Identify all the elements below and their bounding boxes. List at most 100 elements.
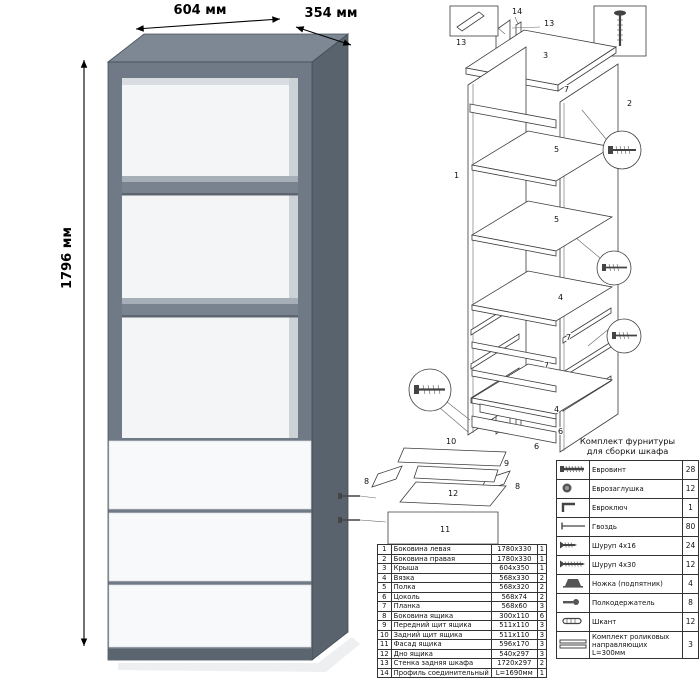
detail-circle-dowel: [408, 368, 471, 433]
hardware-row: Ножка (подпятник) 4: [556, 573, 699, 594]
interior-top-shadow: [122, 78, 298, 85]
hardware-qty: 24: [682, 535, 699, 556]
height-dimension-label: 1796 мм: [60, 227, 75, 289]
part-qty: 1: [536, 667, 548, 678]
part-size: 568x320: [490, 582, 538, 593]
part-qty: 2: [536, 572, 548, 583]
part-qty: 1: [536, 553, 548, 564]
part-label: 5: [554, 215, 559, 224]
part-size: 300x110: [490, 610, 538, 621]
part-name: Крыша: [390, 563, 492, 574]
callout-back-panel: [449, 5, 541, 37]
part-number: 4: [377, 572, 392, 583]
hardware-name: Полкодержатель: [589, 592, 683, 613]
hardware-name: Комплект роликовых направляющих L=300мм: [589, 630, 683, 659]
drawer-exploded-diagram: 10 8 9 8 12 11: [338, 436, 521, 545]
part-qty: 3: [536, 639, 548, 650]
part-name: Цоколь: [390, 591, 492, 602]
drawer-rail-icon: [559, 639, 587, 649]
part-name: Полка: [390, 582, 492, 593]
part-number: 10: [377, 629, 392, 640]
parts-row: 13 Стенка задняя шкафа 1720x297 2: [377, 658, 548, 669]
exploded-assembly-diagram: 14 13 13 3 7 2 1 5 5 4 7 7 4 6 6: [338, 5, 647, 545]
part-label: 7: [544, 361, 549, 370]
part-label: 13: [544, 19, 554, 28]
part-size: 511x110: [490, 629, 538, 640]
part-size: 1720x297: [490, 658, 538, 669]
part-number: 13: [377, 658, 392, 669]
hardware-qty: 8: [682, 592, 699, 613]
part-label: 4: [554, 405, 559, 414]
part-qty: 3: [536, 648, 548, 659]
part-name: Задний щит ящика: [390, 629, 492, 640]
dowel-icon: [562, 617, 582, 625]
shelf-panel: [470, 200, 614, 257]
hardware-name: Шуруп 4x30: [589, 554, 683, 575]
parts-row: 9 Передний щит ящика 511x110 3: [377, 620, 548, 631]
part-qty: 2: [536, 658, 548, 669]
part-name: Боковина правая: [390, 553, 492, 564]
nail-icon: [561, 522, 585, 530]
parts-row: 2 Боковина правая 1780x330 1: [377, 553, 548, 564]
detail-circle-screw: [575, 237, 632, 286]
part-name: Вязка: [390, 572, 492, 583]
hardware-row: Шуруп 4x16 24: [556, 535, 699, 556]
parts-table-body: 1 Боковина левая 1780x330 1 2 Боковина п…: [377, 544, 548, 678]
part-name: Планка: [390, 601, 492, 612]
part-label: 14: [512, 7, 522, 16]
part-size: L=1690мм: [490, 667, 538, 678]
part-label: 11: [440, 525, 450, 534]
part-label: 12: [448, 489, 458, 498]
part-name: Профиль соединительный: [390, 667, 492, 678]
parts-row: 6 Цоколь 568x74 2: [377, 591, 548, 602]
hardware-row: Комплект роликовых направляющих L=300мм …: [556, 630, 699, 659]
hardware-name: Евроключ: [589, 497, 683, 518]
part-name: Передний щит ящика: [390, 620, 492, 631]
part-size: 568x330: [490, 572, 538, 583]
part-label: 7: [564, 85, 569, 94]
hardware-qty: 12: [682, 554, 699, 575]
part-name: Дно ящика: [390, 648, 492, 659]
part-label: 4: [558, 293, 563, 302]
part-number: 1: [377, 544, 392, 555]
parts-row: 1 Боковина левая 1780x330 1: [377, 544, 548, 555]
part-size: 1780x330: [490, 553, 538, 564]
part-label: 1: [454, 171, 459, 180]
hardware-qty: 12: [682, 611, 699, 632]
part-label: 6: [534, 442, 539, 451]
part-number: 8: [377, 610, 392, 621]
plank: [471, 341, 557, 365]
top-plank: [469, 103, 557, 129]
part-label: 5: [554, 145, 559, 154]
dimension-depth: 354 мм: [295, 6, 357, 46]
part-size: 511x110: [490, 620, 538, 631]
part-number: 14: [377, 667, 392, 678]
hardware-row: Евровинт 28: [556, 459, 699, 480]
foot-icon: [563, 578, 583, 588]
part-number: 5: [377, 582, 392, 593]
part-label: 10: [446, 437, 456, 446]
part-label: 3: [543, 51, 548, 60]
part-qty: 1: [536, 563, 548, 574]
hardware-name: Шкант: [589, 611, 683, 632]
hardware-qty: 3: [682, 630, 699, 659]
cabinet-plinth: [108, 649, 312, 660]
cabinet-illustration: 604 мм 354 мм 1796 мм: [60, 3, 360, 672]
parts-row: 14 Профиль соединительный L=1690мм 1: [377, 667, 548, 678]
euro-plug-icon: [562, 483, 572, 493]
part-label: 8: [515, 482, 520, 491]
detail-circle-screw: [587, 318, 642, 354]
plinth-strip: [479, 403, 557, 428]
cabinet-shadow: [118, 637, 360, 672]
part-qty: 2: [536, 591, 548, 602]
dimension-width: 604 мм: [135, 3, 281, 32]
part-number: 3: [377, 563, 392, 574]
part-number: 12: [377, 648, 392, 659]
hardware-name: Евровинт: [589, 459, 683, 480]
parts-row: 7 Планка 568x60 3: [377, 601, 548, 612]
parts-row: 3 Крыша 604x350 1: [377, 563, 548, 574]
part-size: 568x74: [490, 591, 538, 602]
hardware-name: Шуруп 4x16: [589, 535, 683, 556]
part-number: 11: [377, 639, 392, 650]
hardware-kit: Комплект фурнитуры для сборки шкафа Евро…: [556, 436, 699, 659]
